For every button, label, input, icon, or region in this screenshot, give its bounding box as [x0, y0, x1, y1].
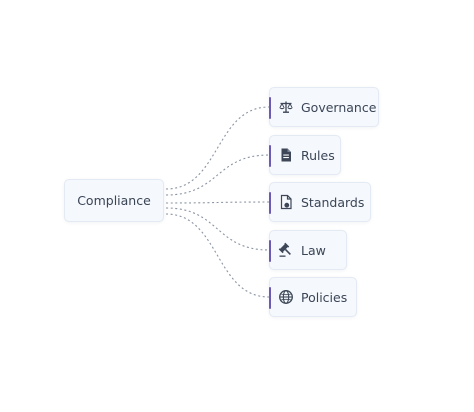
connector-law: [165, 207, 270, 251]
node-accent-bar: [269, 192, 271, 214]
child-node-label: Law: [301, 242, 326, 258]
child-node-law[interactable]: Law: [269, 230, 347, 270]
root-node-label: Compliance: [77, 193, 151, 208]
file-seal-icon: [278, 194, 294, 210]
child-node-label: Policies: [301, 289, 348, 305]
child-node-standards[interactable]: Standards: [269, 182, 371, 222]
connector-governance: [165, 106, 270, 190]
globe-icon: [278, 289, 294, 305]
node-accent-bar: [269, 240, 271, 262]
child-node-governance[interactable]: Governance: [269, 87, 379, 127]
connector-policies: [165, 213, 270, 298]
child-node-label: Standards: [301, 194, 365, 210]
scales-icon: [278, 99, 294, 115]
node-accent-bar: [269, 97, 271, 119]
connector-standards: [165, 201, 270, 204]
node-accent-bar: [269, 145, 271, 167]
connector-rules: [165, 154, 270, 196]
node-accent-bar: [269, 287, 271, 309]
child-node-label: Rules: [301, 147, 335, 163]
child-node-label: Governance: [301, 99, 377, 115]
child-node-rules[interactable]: Rules: [269, 135, 341, 175]
document-icon: [278, 147, 294, 163]
root-node-compliance[interactable]: Compliance: [64, 179, 164, 222]
child-node-policies[interactable]: Policies: [269, 277, 357, 317]
gavel-icon: [278, 242, 294, 258]
